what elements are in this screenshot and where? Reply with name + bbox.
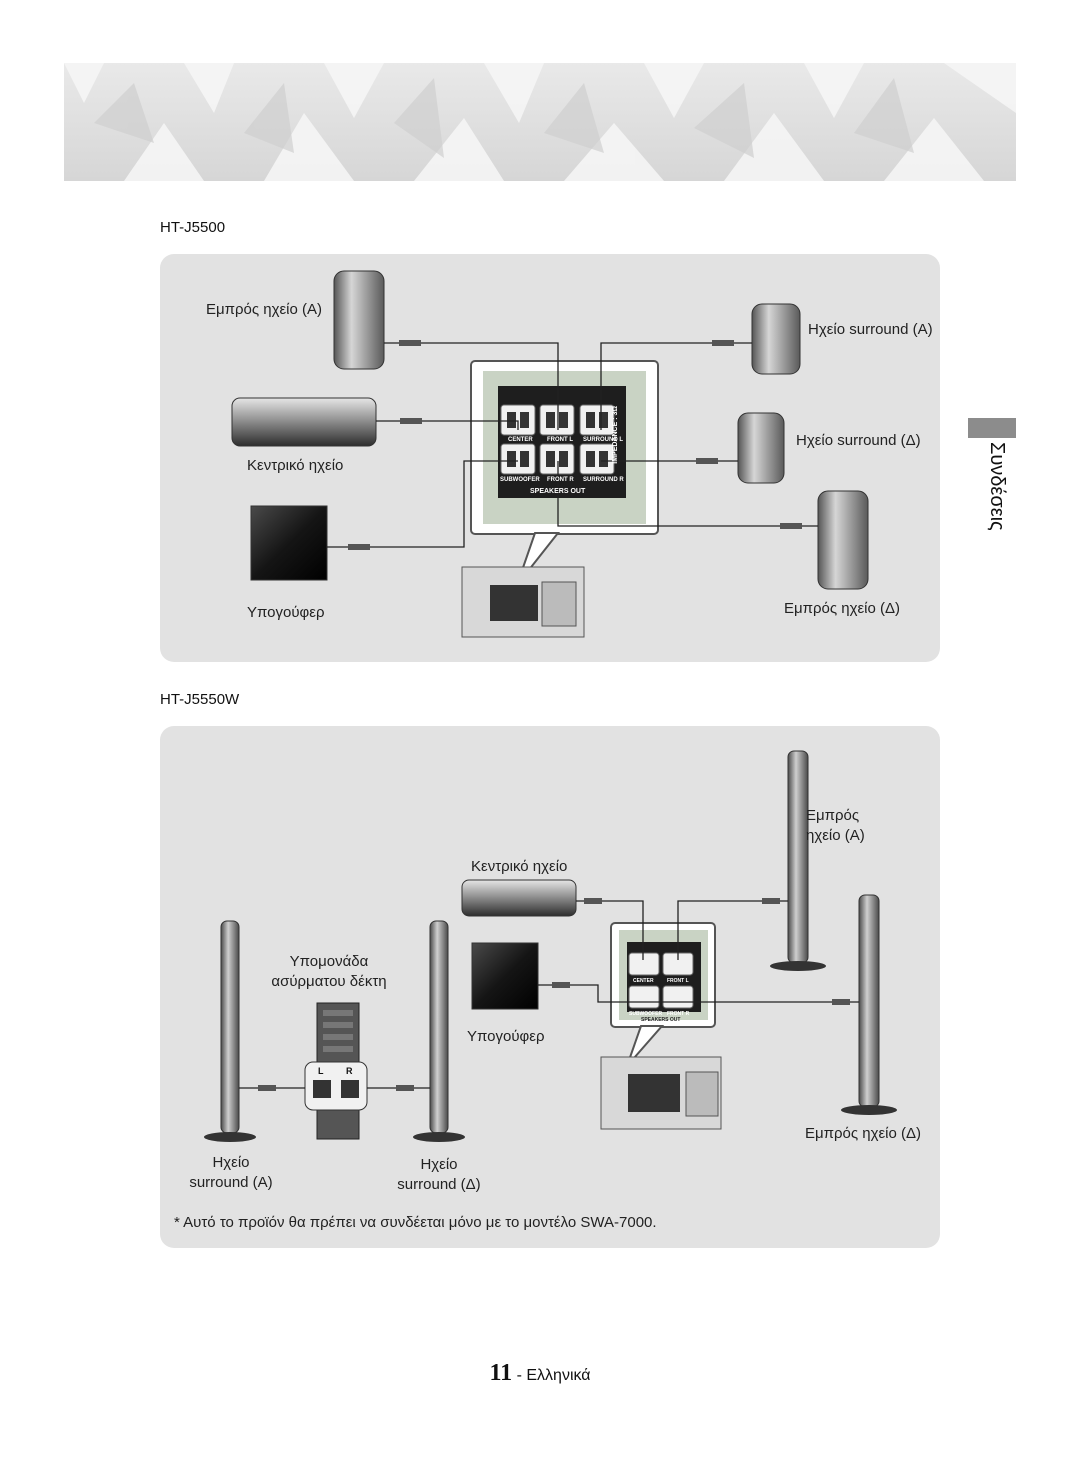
front-speaker-a-tower [770,750,826,971]
terminal-label-surround-r: SURROUND R [583,477,624,483]
terminal2-label-front-r: FRONT R [667,1011,690,1017]
wireless-terminal-label-l: L [318,1066,324,1076]
page-footer: 11 - Ελληνικά [0,1360,1080,1387]
center-speaker-image-2 [461,879,577,917]
terminal-label-center: CENTER [508,437,533,443]
label2-front-speaker-a-line2: ηχείο (Α) [806,827,865,844]
label-front-speaker-d: Εμπρός ηχείο (Δ) [784,600,901,617]
label2-surround-a-line2: surround (Α) [189,1174,273,1191]
page-language: - Ελληνικά [516,1367,591,1384]
center-speaker-image [231,397,377,447]
subwoofer-image-2 [471,942,539,1010]
subwoofer-image [250,505,328,581]
label2-front-speaker-d: Εμπρός ηχείο (Δ) [805,1125,922,1142]
label-center-speaker: Κεντρικό ηχείο [247,457,344,474]
terminal2-label-center: CENTER [633,978,654,984]
label-surround-speaker-a: Ηχείο surround (Α) [808,321,933,338]
terminal2-label-front-l: FRONT L [667,978,689,984]
label2-front-speaker-a-line1: Εμπρός [806,807,860,824]
compatibility-note: * Αυτό το προϊόν θα πρέπει να συνδέεται … [174,1214,657,1231]
label2-surround-a-line1: Ηχείο [212,1154,250,1171]
label2-subwoofer: Υπογούφερ [467,1028,545,1045]
surround-speaker-a-image [751,303,801,375]
surround-speaker-d-tower [413,920,465,1142]
terminal2-label-speakers-out: SPEAKERS OUT [641,1017,681,1023]
terminal-label-speakers-out: SPEAKERS OUT [530,488,586,495]
label2-wireless-module-line2: ασύρματου δέκτη [271,973,387,990]
front-speaker-d-image [817,490,869,590]
page-number: 11 [489,1360,513,1386]
decorative-banner [64,63,1016,181]
label-surround-speaker-d: Ηχείο surround (Δ) [796,432,921,449]
terminal-label-front-l: FRONT L [547,437,573,443]
surround-speaker-a-tower [204,920,256,1142]
model-ht-j5550w: HT-J5550W [160,691,240,708]
terminal-label-surround-l: SURROUND L [583,437,623,443]
section-tab-marker [968,418,1016,438]
front-speaker-a-image [333,270,385,370]
label2-center-speaker: Κεντρικό ηχείο [471,858,568,875]
terminal2-label-subwoofer: SUBWOOFER [629,1011,663,1017]
label2-wireless-module-line1: Υπομονάδα [289,953,369,970]
terminal-label-subwoofer: SUBWOOFER [500,477,540,483]
diagram-panel-ht-j5550w [160,726,940,1248]
section-tab-label: Συνδέσεις [986,442,1008,531]
front-speaker-d-tower [841,894,897,1115]
wireless-terminal-label-r: R [346,1066,353,1076]
label-subwoofer: Υπογούφερ [247,604,325,621]
label2-surround-d-line1: Ηχείο [420,1156,458,1173]
label2-surround-d-line2: surround (Δ) [397,1176,481,1193]
surround-speaker-d-image [737,412,785,484]
terminal-label-front-r: FRONT R [547,477,574,483]
model-ht-j5500: HT-J5500 [160,219,226,236]
label-front-speaker-a: Εμπρός ηχείο (Α) [206,301,323,318]
